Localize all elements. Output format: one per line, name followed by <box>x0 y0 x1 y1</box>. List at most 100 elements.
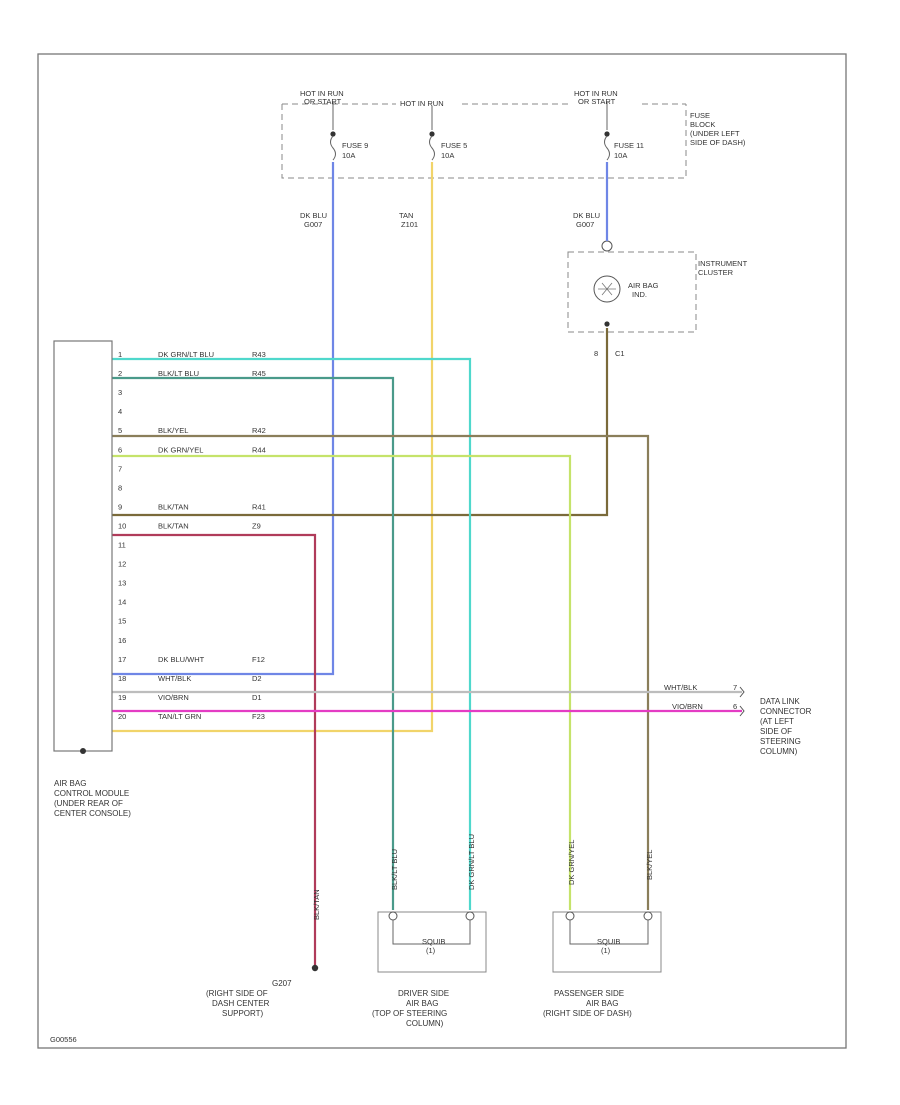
data-link-pin-top: 7 <box>733 683 737 692</box>
wire-right-color: DK BLU <box>573 211 600 220</box>
pass-wire-label-1: DK GRN/YEL <box>567 840 576 885</box>
fuse-block-label: FUSE <box>690 111 710 120</box>
hot-label-right-2: OR START <box>578 97 616 106</box>
module-pin-7: 7 <box>118 464 122 473</box>
module-wire-color-17: DK BLU/WHT <box>158 655 205 664</box>
module-pin-17: 17 <box>118 655 126 664</box>
driver-squib-num: (1) <box>426 946 436 955</box>
module-wire-color-2: BLK/LT BLU <box>158 369 199 378</box>
driver-airbag-module <box>377 911 487 973</box>
driver-wire-label-1: BLK/LT BLU <box>390 849 399 890</box>
passenger-airbag-label-3: (RIGHT SIDE OF DASH) <box>543 1009 632 1018</box>
fuse-block-label-2: BLOCK <box>690 120 715 129</box>
wire-left-color: DK BLU <box>300 211 327 220</box>
fuse-9-amps: 10A <box>342 151 355 160</box>
air-bag-control-module <box>53 340 113 752</box>
wire-f23-tan <box>108 162 434 733</box>
fuse-9-label: FUSE 9 <box>342 141 368 150</box>
data-link-label-2: CONNECTOR <box>760 707 812 716</box>
module-pin-16: 16 <box>118 636 126 645</box>
module-pin-3: 3 <box>118 388 122 397</box>
cluster-label: INSTRUMENT <box>698 259 748 268</box>
ground-label-3: DASH CENTER <box>212 999 270 1008</box>
passenger-airbag-module <box>552 911 662 973</box>
cluster-connector: C1 <box>615 349 625 358</box>
module-wire-circuit-10: Z9 <box>252 521 261 530</box>
cluster-label-2: CLUSTER <box>698 268 734 277</box>
wire-r42 <box>108 434 650 910</box>
ground-wire-label: BLK/TAN <box>312 889 321 920</box>
module-wire-circuit-2: R45 <box>252 369 266 378</box>
module-wire-circuit-5: R42 <box>252 426 266 435</box>
wires <box>108 162 742 965</box>
passenger-airbag-label: PASSENGER SIDE <box>554 989 624 998</box>
fuse-11-label: FUSE 11 <box>614 141 644 150</box>
module-wire-circuit-20: F23 <box>252 712 265 721</box>
module-wire-color-5: BLK/YEL <box>158 426 188 435</box>
module-pin-14: 14 <box>118 598 126 607</box>
module-pin-15: 15 <box>118 617 126 626</box>
cluster-pin: 8 <box>594 349 598 358</box>
hot-label-right: HOT IN RUN <box>574 89 618 98</box>
data-link-label-6: COLUMN) <box>760 747 798 756</box>
data-link-pin-bottom: 6 <box>733 702 737 711</box>
wire-middle-circuit: Z101 <box>401 220 418 229</box>
wire-r44 <box>108 454 572 910</box>
driver-airbag-label: DRIVER SIDE <box>398 989 449 998</box>
hot-label-middle: HOT IN RUN <box>400 99 444 108</box>
module-pin-18: 18 <box>118 674 126 683</box>
module-pin-9: 9 <box>118 502 122 511</box>
module-pin-2: 2 <box>118 369 122 378</box>
data-link-wire-bottom: VIO/BRN <box>672 702 703 711</box>
wire-z9 <box>108 533 317 965</box>
module-pin-11: 11 <box>118 541 126 550</box>
fuse-5-label: FUSE 5 <box>441 141 467 150</box>
data-link-label-3: (AT LEFT <box>760 717 794 726</box>
pass-squib-num: (1) <box>601 946 611 955</box>
ground-label-4: SUPPORT) <box>222 1009 264 1018</box>
data-link-connector-icon <box>739 686 745 717</box>
passenger-airbag-label-2: AIR BAG <box>586 999 618 1008</box>
lamp-label-2: IND. <box>632 290 647 299</box>
fuse-5-amps: 10A <box>441 151 454 160</box>
wire-middle-color: TAN <box>399 211 413 220</box>
wire-left-circuit: G007 <box>304 220 322 229</box>
module-wire-color-19: VIO/BRN <box>158 693 189 702</box>
hot-label-left: HOT IN RUN <box>300 89 344 98</box>
module-wire-circuit-6: R44 <box>252 445 266 454</box>
fuse-11-amps: 10A <box>614 151 627 160</box>
wire-right-circuit: G007 <box>576 220 594 229</box>
lamp-label: AIR BAG <box>628 281 659 290</box>
driver-squib-label: SQUIB <box>422 937 445 946</box>
wire-f12-blue <box>108 162 335 676</box>
fuse-block-label-3: (UNDER LEFT <box>690 129 740 138</box>
fuse-block <box>281 102 687 179</box>
module-pin-6: 6 <box>118 445 122 454</box>
module-wire-color-1: DK GRN/LT BLU <box>158 350 214 359</box>
module-label: AIR BAG <box>54 779 86 788</box>
fuse-block-label-4: SIDE OF DASH) <box>690 138 746 147</box>
module-label-2: CONTROL MODULE <box>54 789 129 798</box>
module-label-3: (UNDER REAR OF <box>54 799 123 808</box>
hot-label-left-2: OR START <box>304 97 342 106</box>
pass-squib-label: SQUIB <box>597 937 620 946</box>
data-link-label: DATA LINK <box>760 697 800 706</box>
air-bag-lamp-icon <box>593 240 621 327</box>
ground-label-2: (RIGHT SIDE OF <box>206 989 268 998</box>
module-wire-color-10: BLK/TAN <box>158 521 189 530</box>
data-link-label-5: STEERING <box>760 737 801 746</box>
ground-label: G207 <box>272 979 292 988</box>
module-pin-12: 12 <box>118 560 126 569</box>
module-wire-circuit-17: F12 <box>252 655 265 664</box>
module-wire-circuit-19: D1 <box>252 693 262 702</box>
driver-airbag-label-3: (TOP OF STEERING <box>372 1009 447 1018</box>
module-wire-circuit-9: R41 <box>252 502 266 511</box>
ground-icon <box>311 964 319 972</box>
cluster-outline <box>567 251 697 333</box>
module-pin-13: 13 <box>118 579 126 588</box>
module-pin-20: 20 <box>118 712 126 721</box>
module-wire-color-18: WHT/BLK <box>158 674 191 683</box>
data-link-label-4: SIDE OF <box>760 727 792 736</box>
